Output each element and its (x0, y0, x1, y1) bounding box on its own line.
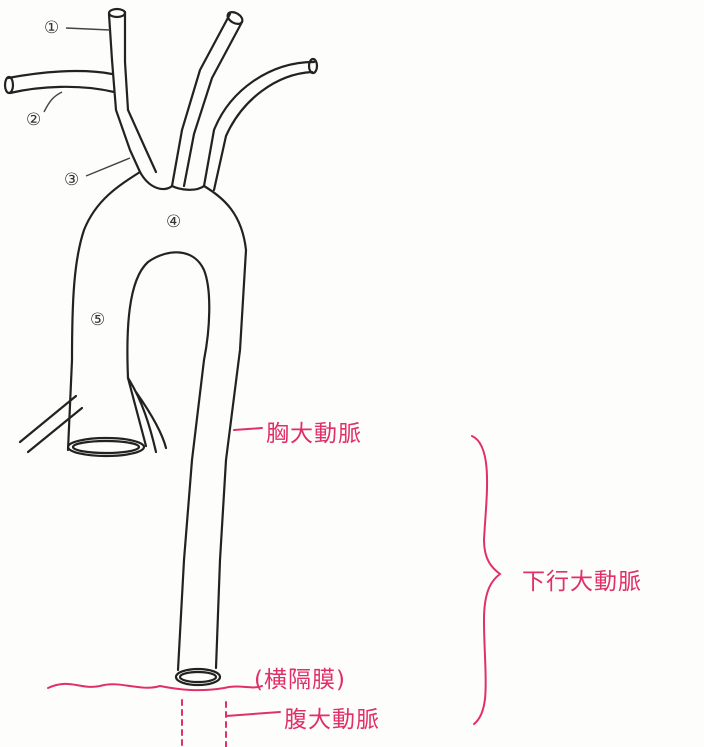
left-carotid-opening (226, 11, 244, 25)
marker-4: ④ (166, 212, 182, 232)
descending-aorta-label: 下行大動脈 (522, 569, 642, 595)
left-subclavian-artery (202, 60, 316, 188)
right-carotid-artery-inner (123, 10, 158, 174)
marker-2: ② (26, 110, 42, 130)
aortic-arch-outer (138, 170, 248, 670)
right-carotid-opening (107, 7, 127, 19)
thoracic-aorta-pointer (233, 427, 263, 431)
left-subclavian-artery-inner (212, 70, 314, 192)
left-subclavian-opening (307, 57, 319, 75)
diaphragm-aortic-opening (174, 667, 222, 687)
marker-1: ① (44, 18, 60, 38)
left-carotid-artery-inner (182, 20, 244, 188)
descending-aorta-brace (471, 435, 502, 725)
diaphragm-label: (横隔膜) (254, 667, 346, 693)
marker-2-pointer (43, 91, 63, 113)
abdominal-aorta-pointer (225, 711, 281, 717)
right-coronary-branch (18, 394, 84, 454)
right-subclavian-artery (6, 69, 114, 80)
left-carotid-artery (170, 12, 232, 188)
aortic-root-opening (66, 436, 146, 458)
left-coronary-branch (126, 376, 168, 454)
diaphragm-line (47, 683, 263, 692)
right-subclavian-opening (3, 75, 15, 95)
marker-1-pointer (65, 27, 111, 31)
marker-5: ⑤ (90, 310, 106, 330)
right-carotid-artery (107, 12, 142, 174)
marker-3-pointer (85, 157, 131, 177)
right-subclavian-artery-inner (8, 85, 116, 95)
marker-3: ③ (64, 170, 80, 190)
ascending-aorta-outer (66, 170, 142, 452)
thoracic-aorta-label: 胸大動脈 (266, 421, 362, 447)
abdominal-aorta-label: 腹大動脈 (284, 707, 380, 733)
aortic-arch-inner (126, 251, 211, 672)
